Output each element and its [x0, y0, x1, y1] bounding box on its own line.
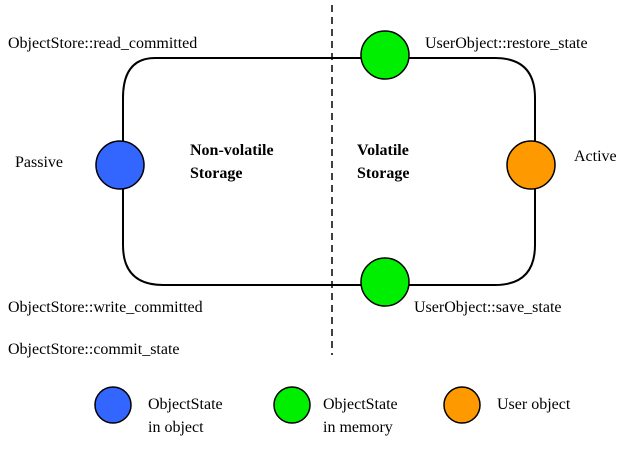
legend-item-user-object: User object: [443, 386, 571, 424]
write-committed-label: ObjectStore::write_committed: [8, 299, 203, 316]
legend-label-line1: ObjectState: [148, 396, 223, 413]
commit-state-label: ObjectStore::commit_state: [8, 341, 180, 358]
restore-state-label: UserObject::restore_state: [425, 35, 588, 52]
legend-label-line2: in memory: [323, 419, 393, 436]
volatile-label-line2: Storage: [357, 165, 409, 182]
passive-label: Passive: [15, 154, 63, 171]
active-node: [506, 140, 556, 190]
legend-swatch-orange: [443, 386, 481, 424]
save-state-label: UserObject::save_state: [414, 299, 562, 316]
volatile-label-line1: Volatile: [357, 142, 409, 159]
legend-swatch-green: [273, 386, 311, 424]
legend-item-object-state-in-memory: ObjectState in memory: [273, 386, 398, 436]
state-loop: [122, 57, 536, 286]
legend: ObjectState in object ObjectState in mem…: [94, 386, 571, 436]
legend-swatch-blue: [94, 386, 132, 424]
read-committed-label: ObjectStore::read_committed: [8, 35, 197, 52]
legend-item-object-state-in-object: ObjectState in object: [94, 386, 223, 436]
active-label: Active: [574, 148, 617, 165]
legend-label-line1: User object: [497, 396, 571, 413]
legend-label-line2: in object: [148, 419, 204, 436]
save-state-node: [360, 257, 410, 307]
nonvolatile-label-line2: Storage: [190, 165, 242, 182]
legend-label-line1: ObjectState: [323, 396, 398, 413]
restore-state-node: [360, 30, 410, 80]
nonvolatile-label-line1: Non-volatile: [190, 142, 274, 159]
passive-node: [95, 140, 145, 190]
